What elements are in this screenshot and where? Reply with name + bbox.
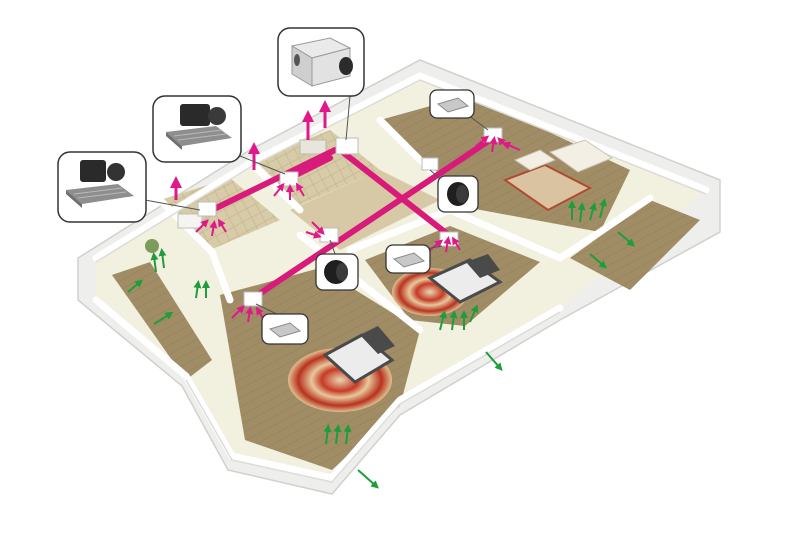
exhaust-air-arrow — [273, 182, 285, 197]
duct-to-bathroom — [205, 147, 338, 215]
callout-ceiling-grille-bedroom-1 — [261, 313, 309, 345]
exhaust-air-arrow — [245, 306, 254, 323]
duct-box-main — [335, 137, 359, 155]
ceiling-grille-icon — [436, 97, 470, 113]
wall-kitchen — [246, 158, 304, 214]
exhaust-air-flow-arrows — [170, 100, 521, 323]
exhaust-air-arrow — [295, 182, 305, 197]
ceiling-exhaust-fan-icon — [166, 104, 232, 150]
exhaust-air-arrow — [502, 141, 521, 151]
callout-inline-duct-fan-box — [277, 27, 365, 97]
exhaust-air-arrow — [443, 236, 452, 253]
left-balcony-floor — [112, 262, 212, 380]
wall-balcony-right — [556, 194, 654, 262]
fresh-air-arrow — [577, 202, 586, 223]
inline-duct-fan-box-icon — [290, 37, 353, 87]
bedroom-1-headboard — [360, 326, 395, 354]
duct-box-kitchen — [279, 171, 299, 187]
duct-box-hall — [421, 157, 439, 171]
exhaust-air-arrow — [217, 218, 227, 233]
fresh-air-arrow — [158, 248, 167, 269]
fresh-air-arrow — [589, 253, 608, 269]
fresh-air-arrow — [343, 424, 352, 445]
wall-front — [182, 304, 564, 482]
callout-ceiling-grille-living — [429, 89, 475, 119]
fresh-air-arrow — [589, 202, 597, 221]
wall-left-balcony — [92, 296, 190, 380]
inline-round-fan-icon — [324, 260, 348, 284]
exhaust-air-arrow — [451, 236, 461, 251]
bathroom-floor — [160, 178, 280, 250]
fresh-air-arrow — [449, 310, 458, 331]
potted-plant — [145, 239, 159, 253]
living-room-rug — [502, 163, 593, 212]
bedroom-2-headboard — [466, 254, 500, 278]
fresh-air-arrow — [150, 252, 159, 273]
callout-ceiling-exhaust-fan-small — [57, 151, 147, 223]
duct-cross — [337, 147, 458, 243]
duct-box-center — [319, 227, 339, 243]
exhaust-air-arrow — [305, 230, 322, 239]
exhaust-air-arrow — [209, 220, 218, 237]
duct-box-bathroom — [197, 201, 217, 217]
fresh-air-arrow — [153, 311, 174, 325]
ceiling-grille-icon — [392, 252, 426, 268]
fresh-air-arrow — [617, 231, 636, 247]
fresh-air-arrow — [127, 279, 144, 293]
exhaust-air-arrow — [489, 136, 498, 153]
ceiling-grille-icon — [268, 322, 302, 338]
exhaust-air-arrow — [195, 219, 209, 233]
fresh-air-arrow — [599, 198, 607, 219]
living-room-sofa-2 — [513, 149, 557, 171]
exhaust-air-arrow — [475, 135, 490, 147]
inline-round-fan-icon — [447, 182, 469, 206]
fresh-air-arrow — [357, 469, 379, 489]
exhaust-air-arrow — [429, 239, 444, 251]
kitchen-counter — [299, 139, 327, 155]
fresh-air-arrow — [469, 304, 479, 323]
callout-ceiling-exhaust-fan — [152, 95, 242, 163]
wall-bathroom — [156, 196, 234, 304]
fresh-air-arrow — [333, 424, 342, 445]
furniture — [145, 139, 614, 412]
exhaust-air-arrow — [311, 221, 325, 235]
fresh-air-arrow — [439, 310, 447, 331]
callout-ceiling-grille-bedroom-2 — [385, 244, 431, 274]
fresh-air-intake-arrows — [127, 198, 636, 489]
duct-box-living — [483, 127, 503, 143]
living-room-sofa — [548, 139, 614, 173]
fresh-air-arrow — [485, 351, 503, 372]
ceiling-exhaust-fan-small-icon — [66, 160, 134, 208]
callout-inline-round-fan-center — [315, 253, 359, 291]
exhaust-air-arrow — [231, 305, 245, 319]
duct-main-diagonal — [247, 137, 493, 303]
fresh-air-arrow — [323, 424, 332, 445]
fresh-air-arrow — [193, 280, 202, 299]
callout-inline-round-fan-hall — [437, 175, 479, 213]
duct-box-bedroom1 — [243, 291, 263, 307]
